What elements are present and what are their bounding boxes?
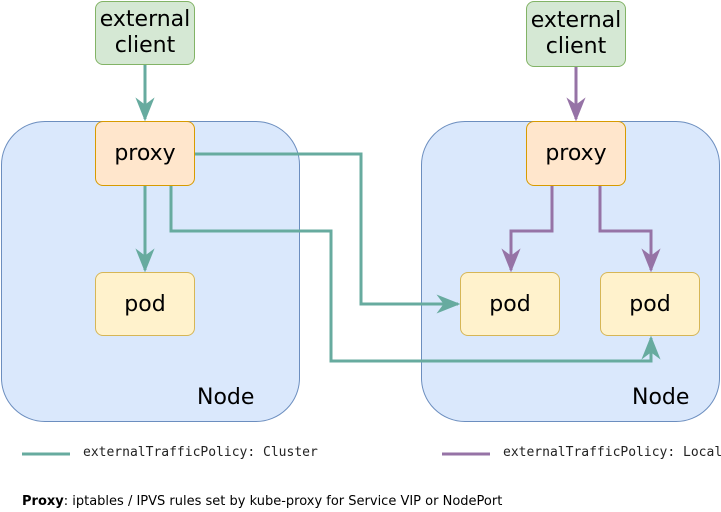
proxy-right: proxy xyxy=(526,121,626,186)
node-left-label: Node xyxy=(197,385,255,410)
pod-right-2: pod xyxy=(600,272,700,336)
external-client-right: external client xyxy=(526,1,626,67)
legend-local-label: externalTrafficPolicy: Local xyxy=(503,445,721,460)
external-client-left: external client xyxy=(95,1,195,65)
proxy-left: proxy xyxy=(95,121,195,186)
footnote-term: Proxy xyxy=(22,494,64,509)
footnote: Proxy: iptables / IPVS rules set by kube… xyxy=(22,494,502,509)
legend-cluster-label: externalTrafficPolicy: Cluster xyxy=(83,445,318,460)
pod-left: pod xyxy=(95,272,195,336)
footnote-text: : iptables / IPVS rules set by kube-prox… xyxy=(63,494,503,509)
node-right-label: Node xyxy=(632,385,690,410)
pod-right-1: pod xyxy=(460,272,560,336)
